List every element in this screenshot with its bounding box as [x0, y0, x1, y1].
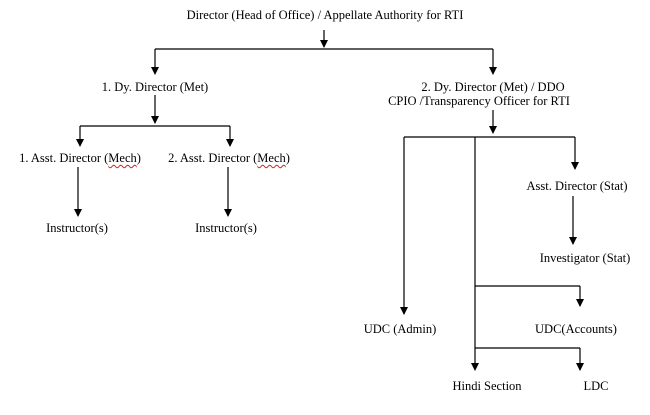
node-dy-director-2-line2: CPIO /Transparency Officer for RTI	[388, 94, 570, 108]
node-ldc: LDC	[583, 379, 609, 393]
asst-director-2-prefix: 2. Asst. Director (	[168, 151, 258, 165]
node-hindi-section: Hindi Section	[452, 379, 522, 393]
node-investigator-stat: Investigator (Stat)	[539, 251, 631, 265]
node-dy-director-1: 1. Dy. Director (Met)	[101, 80, 209, 94]
asst-director-1-spellcheck-word: Mech	[108, 151, 137, 165]
node-director: Director (Head of Office) / Appellate Au…	[186, 8, 464, 22]
asst-director-2-suffix: )	[285, 151, 290, 165]
asst-director-1-suffix: )	[136, 151, 141, 165]
node-asst-director-2: 2. Asst. Director (Mech)	[168, 151, 290, 165]
asst-director-2-spellcheck-word: Mech	[257, 151, 286, 165]
node-udc-admin: UDC (Admin)	[363, 322, 437, 336]
node-asst-director-1: 1. Asst. Director (Mech)	[19, 151, 141, 165]
node-instructor-2: Instructor(s)	[195, 221, 257, 235]
asst-director-1-prefix: 1. Asst. Director (	[19, 151, 109, 165]
node-udc-accounts: UDC(Accounts)	[535, 322, 617, 336]
node-dy-director-2-line1: 2. Dy. Director (Met) / DDO	[421, 80, 565, 94]
node-asst-director-stat: Asst. Director (Stat)	[526, 179, 628, 193]
node-instructor-1: Instructor(s)	[46, 221, 108, 235]
